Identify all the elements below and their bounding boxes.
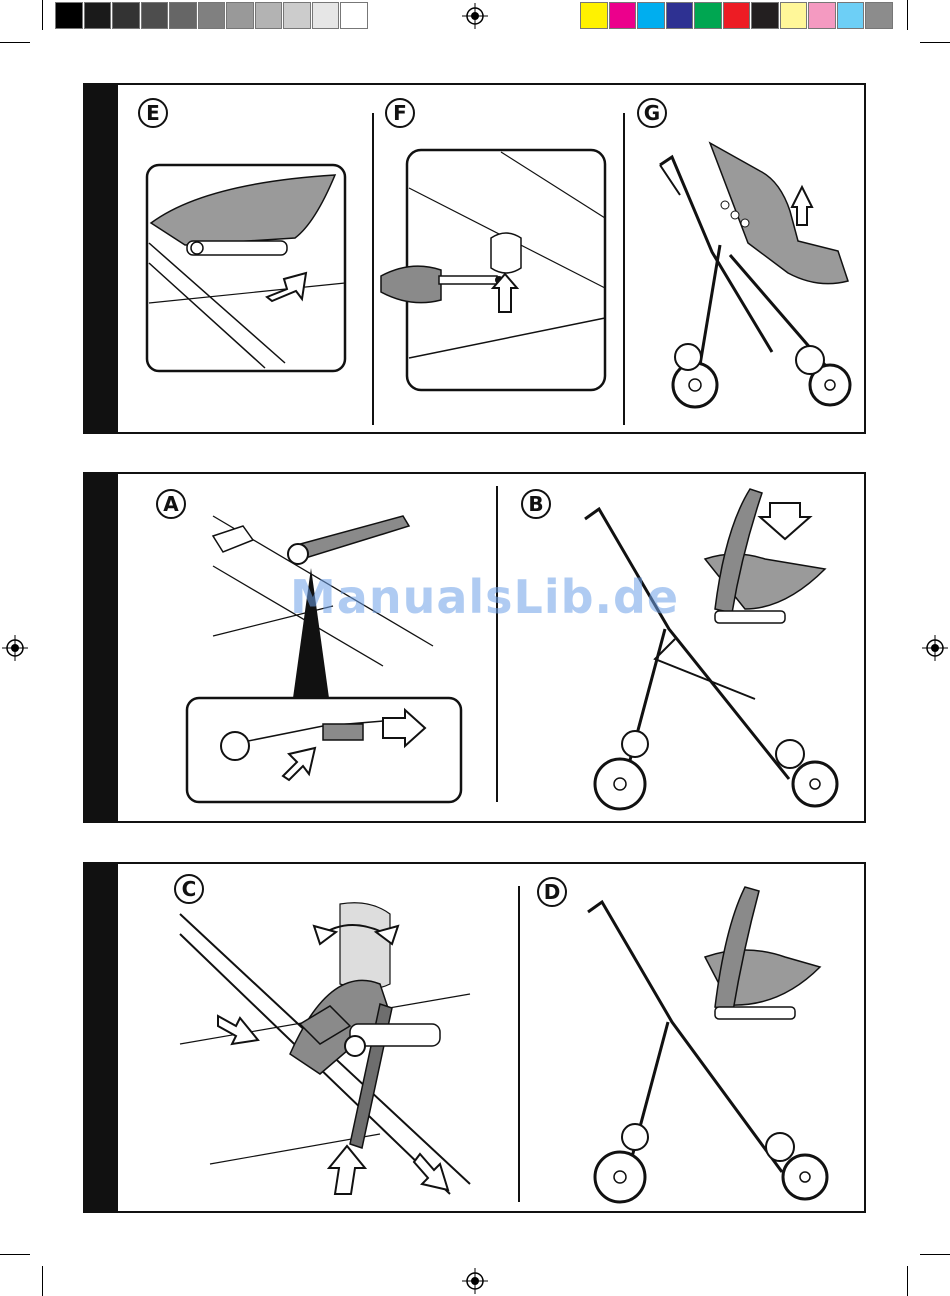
illustration-f: [381, 148, 609, 392]
registration-mark-icon: [922, 635, 948, 661]
illustration-g: [640, 135, 860, 415]
color-swatch: [255, 2, 283, 29]
color-swatch: [666, 2, 694, 29]
process-color-bar: [580, 2, 894, 29]
panel-top: E F G: [83, 83, 866, 434]
registration-mark-icon: [2, 635, 28, 661]
color-swatch: [751, 2, 779, 29]
crop-mark: [907, 0, 908, 30]
color-swatch: [837, 2, 865, 29]
step-label-d: D: [537, 877, 567, 907]
color-swatch: [808, 2, 836, 29]
step-label-c: C: [174, 874, 204, 904]
step-label-e: E: [138, 98, 168, 128]
crop-mark: [907, 1266, 908, 1296]
crop-mark: [0, 42, 30, 43]
crop-mark: [42, 1266, 43, 1296]
color-swatch: [580, 2, 608, 29]
color-swatch: [112, 2, 140, 29]
color-swatch: [312, 2, 340, 29]
panel-spine: [85, 85, 118, 432]
crop-mark: [0, 1254, 30, 1255]
panel-divider: [372, 113, 374, 425]
illustration-b: [575, 489, 850, 814]
illustration-c: [180, 904, 475, 1194]
color-swatch: [283, 2, 311, 29]
color-swatch: [169, 2, 197, 29]
crop-mark: [920, 1254, 950, 1255]
color-swatch: [637, 2, 665, 29]
panel-spine: [85, 864, 118, 1211]
color-swatch: [865, 2, 893, 29]
crop-mark: [42, 0, 43, 30]
step-label-a: A: [156, 489, 186, 519]
panel-divider: [496, 486, 498, 802]
panel-bottom: C D: [83, 862, 866, 1213]
color-swatch: [55, 2, 83, 29]
step-label-b: B: [521, 489, 551, 519]
color-swatch: [84, 2, 112, 29]
color-swatch: [694, 2, 722, 29]
panel-spine: [85, 474, 118, 821]
color-swatch: [226, 2, 254, 29]
color-swatch: [780, 2, 808, 29]
panel-middle: A B: [83, 472, 866, 823]
panel-divider: [623, 113, 625, 425]
step-label-g: G: [637, 98, 667, 128]
color-swatch: [198, 2, 226, 29]
color-swatch: [141, 2, 169, 29]
watermark: ManualsLib.de: [290, 570, 679, 624]
illustration-d: [580, 882, 840, 1202]
registration-mark-icon: [462, 3, 488, 29]
grayscale-bar: [55, 2, 369, 29]
color-swatch: [340, 2, 368, 29]
crop-mark: [920, 42, 950, 43]
step-label-f: F: [385, 98, 415, 128]
color-swatch: [609, 2, 637, 29]
illustration-e: [145, 163, 347, 373]
color-swatch: [723, 2, 751, 29]
registration-mark-icon: [462, 1268, 488, 1294]
illustration-a: [183, 506, 465, 804]
panel-divider: [518, 886, 520, 1202]
